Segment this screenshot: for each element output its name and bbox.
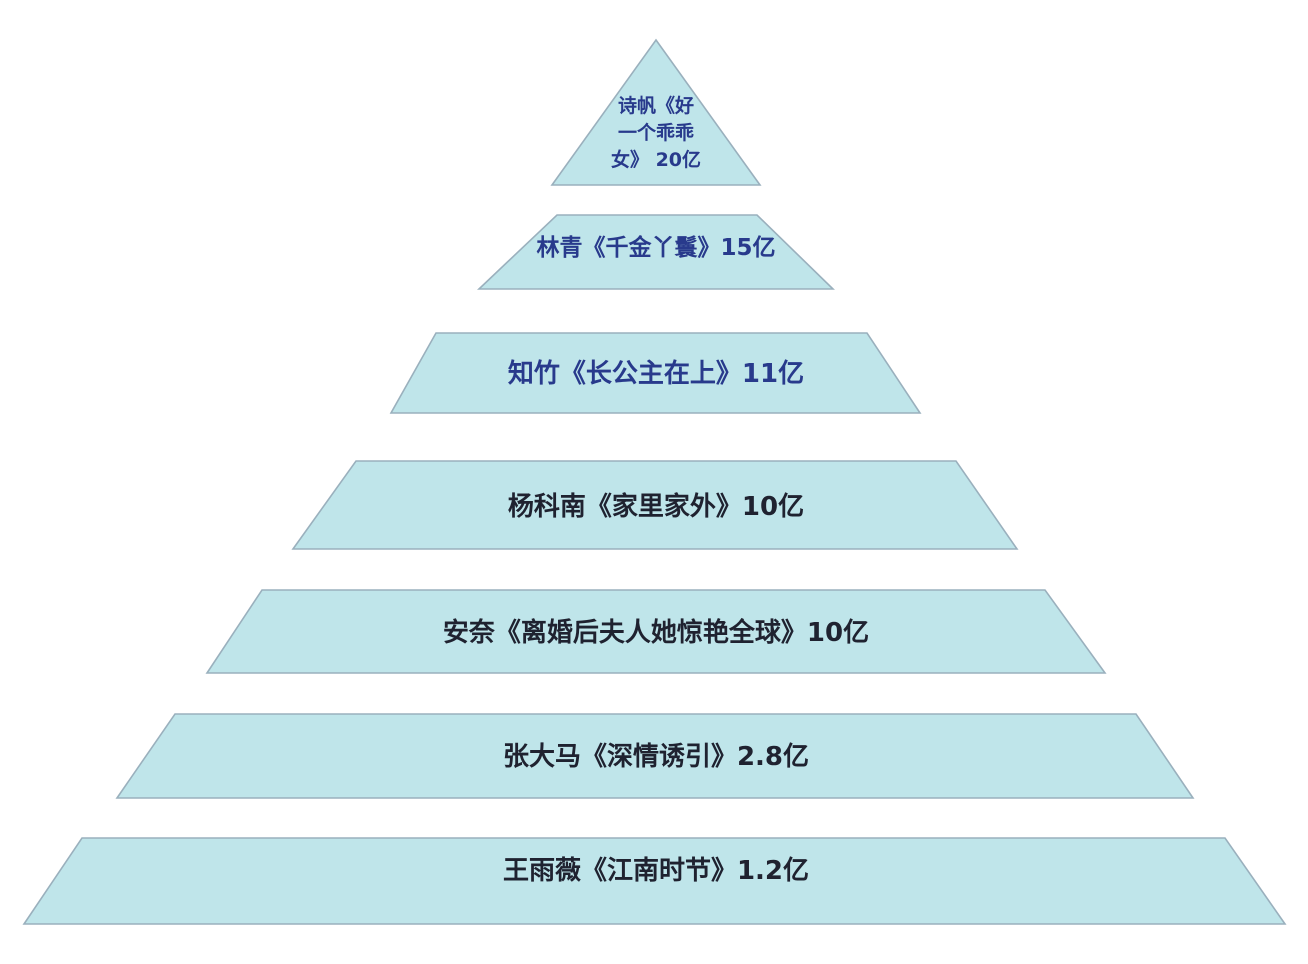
tier-shape-2 [476, 214, 835, 290]
tier-label-7: 王雨薇《江南时节》1.2亿 [503, 856, 809, 886]
tier-label-1-line-2: 一个乖乖 [618, 122, 694, 144]
pyramid-tier-3: 知竹《长公主在上》11亿 [389, 332, 922, 414]
tier-shape-3 [389, 332, 922, 414]
pyramid-tier-4: 杨科南《家里家外》10亿 [291, 460, 1019, 550]
tier-label-4: 杨科南《家里家外》10亿 [508, 491, 804, 522]
tier-label-3: 知竹《长公主在上》11亿 [508, 359, 804, 389]
tier-shape-1 [550, 38, 762, 186]
tier-shape-6 [115, 713, 1195, 799]
pyramid-tier-5: 安奈《离婚后夫人她惊艳全球》10亿 [205, 589, 1107, 674]
tier-shape-7 [22, 837, 1287, 925]
pyramid-tier-6: 张大马《深情诱引》2.8亿 [115, 713, 1195, 799]
tier-label-2: 林青《千金丫鬟》15亿 [536, 234, 775, 261]
tier-label-6: 张大马《深情诱引》2.8亿 [503, 742, 809, 772]
pyramid-tier-7: 王雨薇《江南时节》1.2亿 [22, 837, 1287, 925]
pyramid-tier-2: 林青《千金丫鬟》15亿 [476, 214, 835, 290]
tier-shape-5 [205, 589, 1107, 674]
tier-shape-4 [291, 460, 1019, 550]
tier-label-5: 安奈《离婚后夫人她惊艳全球》10亿 [443, 617, 869, 648]
tier-label-1-line-1: 诗帆《好 [618, 94, 694, 117]
tier-label-1-line-3: 女》 20亿 [611, 148, 701, 171]
